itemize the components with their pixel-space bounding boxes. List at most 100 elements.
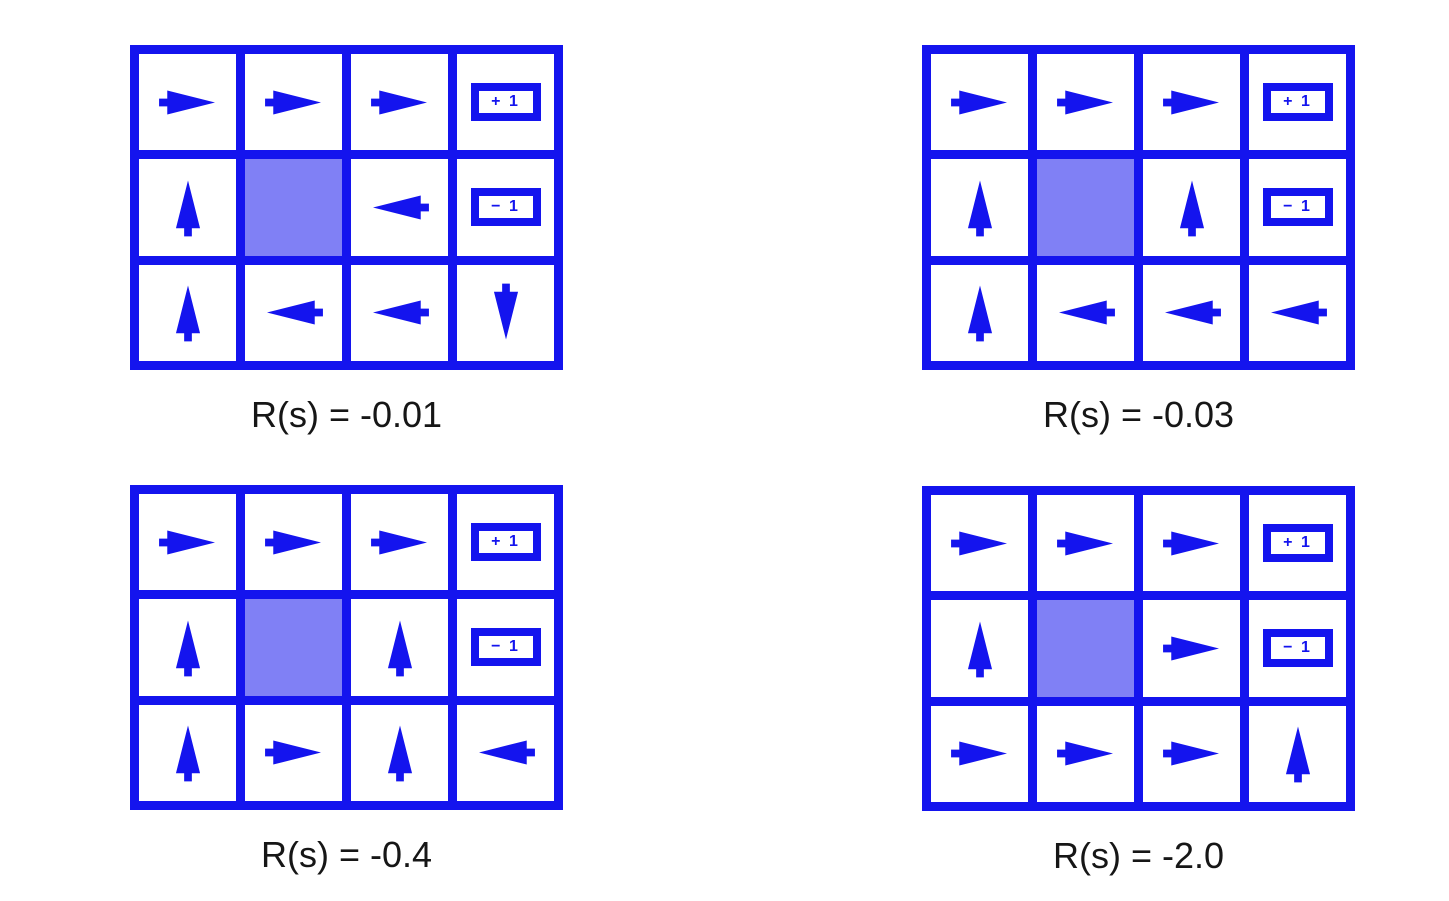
policy-arrow-right-icon: [950, 90, 1007, 115]
cell-arrow-right: [351, 494, 448, 591]
cell-arrow-left: [1249, 264, 1346, 361]
policy-arrow-up-icon: [387, 725, 412, 782]
policy-arrow-up-icon: [1285, 726, 1310, 783]
cell-arrow-right: [245, 54, 342, 151]
policy-arrow-right-icon: [158, 90, 215, 115]
policy-arrow-left-icon: [1164, 300, 1221, 325]
policy-arrow-right-icon: [1162, 531, 1219, 556]
cell-arrow-up: [931, 264, 1028, 361]
cell-arrow-right: [245, 704, 342, 801]
policy-arrow-right-icon: [264, 90, 321, 115]
cell-arrow-right: [1143, 705, 1240, 802]
cell-arrow-down: [457, 264, 554, 361]
policy-arrow-up-icon: [175, 180, 200, 237]
cell-arrow-up: [1143, 159, 1240, 256]
cell-terminal-plus1: + 1: [457, 54, 554, 151]
cell-terminal-minus1: − 1: [457, 599, 554, 696]
cell-terminal-plus1: + 1: [1249, 54, 1346, 151]
terminal-plus1-box: + 1: [470, 83, 541, 122]
cell-arrow-up: [1249, 705, 1346, 802]
cell-arrow-right: [1143, 600, 1240, 697]
cell-terminal-minus1: − 1: [457, 159, 554, 256]
policy-arrow-up-icon: [967, 285, 992, 342]
policy-arrow-right-icon: [1056, 741, 1113, 766]
policy-arrow-right-icon: [264, 740, 321, 765]
cell-arrow-right: [1037, 495, 1134, 592]
cell-arrow-left: [351, 159, 448, 256]
policy-arrow-left-icon: [266, 300, 323, 325]
reward-label-2: R(s) = -0.03: [1042, 394, 1235, 435]
cell-arrow-left: [1037, 264, 1134, 361]
policy-arrow-right-icon: [1162, 90, 1219, 115]
cell-terminal-minus1: − 1: [1249, 600, 1346, 697]
cell-arrow-up: [931, 600, 1028, 697]
gridworld-2: + 1 − 1: [922, 45, 1355, 370]
policy-arrow-up-icon: [1179, 180, 1204, 237]
policy-arrow-right-icon: [950, 741, 1007, 766]
terminal-minus1-box: − 1: [1262, 188, 1333, 227]
policy-arrow-up-icon: [387, 620, 412, 677]
cell-arrow-right: [245, 494, 342, 591]
reward-label-4: R(s) = -2.0: [1052, 835, 1225, 876]
gridworld-3: + 1 − 1: [130, 485, 563, 810]
policy-arrow-right-icon: [1162, 741, 1219, 766]
cell-arrow-left: [245, 264, 342, 361]
policy-arrow-up-icon: [967, 621, 992, 678]
policy-arrow-down-icon: [493, 283, 518, 340]
terminal-plus1-box: + 1: [1262, 524, 1333, 563]
policy-arrow-left-icon: [1270, 300, 1327, 325]
cell-terminal-plus1: + 1: [1249, 495, 1346, 592]
policy-arrow-left-icon: [1058, 300, 1115, 325]
cell-arrow-right: [1143, 54, 1240, 151]
cell-arrow-right: [1037, 54, 1134, 151]
cell-wall: [245, 159, 342, 256]
cell-arrow-up: [139, 599, 236, 696]
cell-arrow-right: [931, 495, 1028, 592]
policy-arrow-up-icon: [175, 620, 200, 677]
policy-arrow-right-icon: [1056, 531, 1113, 556]
cell-arrow-up: [931, 159, 1028, 256]
policy-panel-1: + 1 − 1 R(s) = -0.01: [130, 45, 563, 436]
cell-arrow-left: [457, 704, 554, 801]
cell-arrow-right: [139, 494, 236, 591]
policy-arrow-right-icon: [1162, 636, 1219, 661]
terminal-minus1-box: − 1: [470, 628, 541, 667]
cell-terminal-plus1: + 1: [457, 494, 554, 591]
reward-label-1: R(s) = -0.01: [250, 394, 443, 435]
policy-arrow-up-icon: [967, 180, 992, 237]
policy-arrow-right-icon: [264, 530, 321, 555]
gridworld-1: + 1 − 1: [130, 45, 563, 370]
cell-arrow-up: [351, 599, 448, 696]
cell-arrow-up: [351, 704, 448, 801]
reward-label-3: R(s) = -0.4: [260, 834, 433, 875]
cell-arrow-left: [351, 264, 448, 361]
cell-arrow-right: [931, 705, 1028, 802]
cell-arrow-right: [351, 54, 448, 151]
policy-arrow-left-icon: [372, 300, 429, 325]
cell-arrow-up: [139, 264, 236, 361]
terminal-minus1-box: − 1: [470, 188, 541, 227]
policy-panel-2: + 1 − 1 R(s) = -0.03: [922, 45, 1355, 436]
policy-arrow-right-icon: [370, 530, 427, 555]
cell-arrow-right: [139, 54, 236, 151]
policy-arrow-right-icon: [158, 530, 215, 555]
policy-arrow-left-icon: [372, 195, 429, 220]
cell-terminal-minus1: − 1: [1249, 159, 1346, 256]
cell-arrow-right: [1037, 705, 1134, 802]
cell-arrow-up: [139, 704, 236, 801]
policy-arrow-up-icon: [175, 285, 200, 342]
policy-arrow-left-icon: [478, 740, 535, 765]
policy-arrow-right-icon: [950, 531, 1007, 556]
terminal-minus1-box: − 1: [1262, 629, 1333, 668]
policy-arrow-right-icon: [1056, 90, 1113, 115]
cell-arrow-left: [1143, 264, 1240, 361]
cell-wall: [245, 599, 342, 696]
gridworld-4: + 1 − 1: [922, 486, 1355, 811]
cell-wall: [1037, 600, 1134, 697]
cell-arrow-right: [1143, 495, 1240, 592]
cell-arrow-up: [139, 159, 236, 256]
policy-arrow-up-icon: [175, 725, 200, 782]
terminal-plus1-box: + 1: [1262, 83, 1333, 122]
policy-panel-3: + 1 − 1 R(s) = -0.4: [130, 485, 563, 876]
